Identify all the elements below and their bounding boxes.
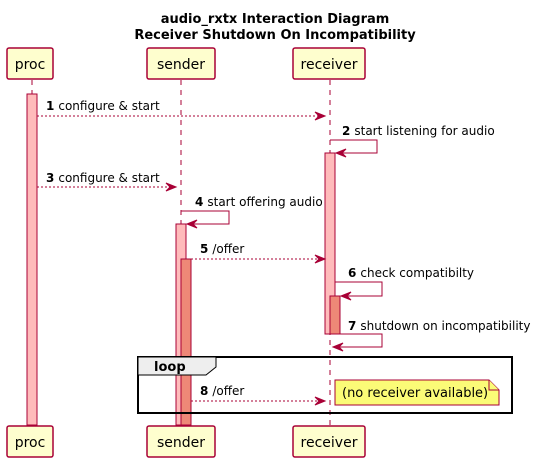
message-8: 8/offer bbox=[191, 384, 327, 406]
message-6-label: check compatibilty bbox=[360, 266, 474, 280]
receiver-nested-activation bbox=[329, 295, 341, 335]
message-2-number: 2 bbox=[342, 124, 350, 138]
message-5: 5/offer bbox=[191, 242, 327, 264]
participant-receiver-bottom: receiver bbox=[292, 425, 366, 458]
participant-sender-bottom: sender bbox=[146, 425, 216, 458]
loop-label: loop bbox=[154, 360, 186, 375]
svg-text:5/offer: 5/offer bbox=[200, 242, 244, 256]
message-1-label: configure & start bbox=[58, 99, 160, 113]
message-2: 2 start listening for audio bbox=[330, 124, 495, 158]
note: (no receiver available) bbox=[334, 379, 500, 406]
message-1: 1 configure & start bbox=[37, 99, 327, 121]
message-7-label: shutdown on incompatibility bbox=[360, 319, 530, 333]
message-6: 6 check compatibilty bbox=[335, 266, 474, 301]
svg-text:8/offer: 8/offer bbox=[200, 384, 244, 398]
message-8-label: /offer bbox=[212, 384, 244, 398]
participant-proc-top: proc bbox=[6, 47, 54, 80]
message-4-label: start offering audio bbox=[207, 195, 322, 209]
participant-proc-label-bottom: proc bbox=[15, 435, 46, 451]
participant-proc-bottom: proc bbox=[6, 425, 54, 458]
message-5-label: /offer bbox=[212, 242, 244, 256]
loop-tab bbox=[137, 356, 217, 376]
participant-sender-label-bottom: sender bbox=[157, 435, 205, 451]
proc-activation bbox=[26, 93, 38, 426]
message-3-label: configure & start bbox=[58, 171, 160, 185]
participant-receiver-top: receiver bbox=[292, 47, 366, 80]
diagram-title-line1: audio_rxtx Interaction Diagram bbox=[161, 12, 390, 27]
sender-nested-activation bbox=[180, 258, 192, 426]
note-corner bbox=[488, 380, 499, 391]
participant-sender-top: sender bbox=[146, 47, 216, 80]
message-3-number: 3 bbox=[46, 171, 54, 185]
message-4-number: 4 bbox=[195, 195, 203, 209]
message-5-number: 5 bbox=[200, 242, 208, 256]
participant-receiver-label-bottom: receiver bbox=[301, 435, 358, 451]
diagram-title-line2: Receiver Shutdown On Incompatibility bbox=[134, 28, 416, 43]
participant-receiver-label: receiver bbox=[301, 57, 358, 73]
message-4: 4 start offering audio bbox=[181, 195, 323, 229]
message-8-number: 8 bbox=[200, 384, 208, 398]
message-3: 3 configure & start bbox=[37, 171, 178, 192]
participant-sender-label: sender bbox=[157, 57, 205, 73]
message-1-number: 1 bbox=[46, 99, 54, 113]
message-2-label: start listening for audio bbox=[354, 124, 494, 138]
participant-proc-label: proc bbox=[15, 57, 46, 73]
loop-frame bbox=[137, 356, 513, 414]
note-text: (no receiver available) bbox=[342, 386, 488, 401]
message-7-number: 7 bbox=[348, 319, 356, 333]
message-6-number: 6 bbox=[348, 266, 356, 280]
note-box bbox=[334, 379, 500, 406]
loop-fragment: loop bbox=[137, 356, 513, 414]
message-7: 7 shutdown on incompatibility bbox=[331, 319, 531, 352]
